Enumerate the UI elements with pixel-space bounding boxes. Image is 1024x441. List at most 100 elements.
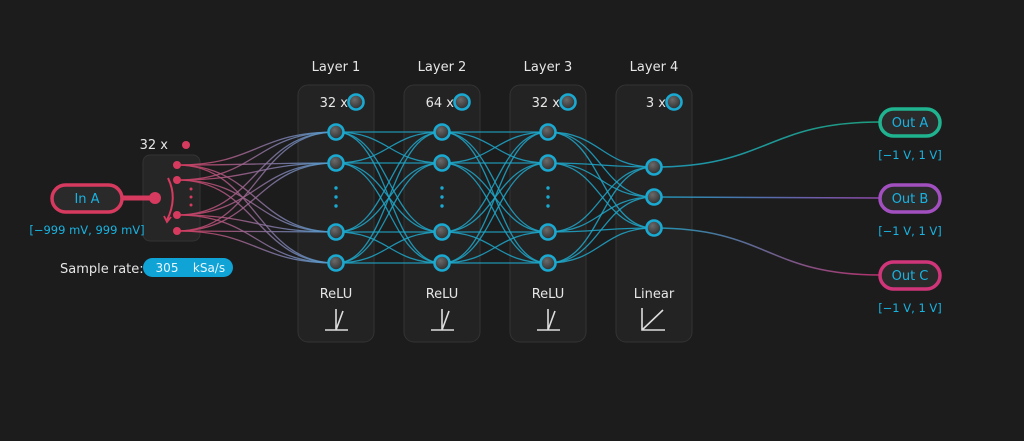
relu-icon bbox=[431, 309, 454, 331]
layer-panel-3 bbox=[509, 84, 587, 343]
layer-title: Layer 3 bbox=[524, 60, 573, 75]
hidden-edge bbox=[335, 162, 443, 264]
relu-icon bbox=[537, 309, 560, 331]
output-label: Out B bbox=[892, 192, 929, 207]
neuron-node[interactable] bbox=[327, 254, 345, 272]
output-wire bbox=[653, 227, 881, 276]
input-edge bbox=[176, 131, 337, 181]
input-edge bbox=[176, 179, 337, 233]
input-in-a-button[interactable] bbox=[50, 183, 124, 214]
neuron-node[interactable] bbox=[539, 223, 557, 241]
input-edge bbox=[176, 230, 337, 264]
output-layer-edge bbox=[547, 166, 655, 264]
output-range: [−1 V, 1 V] bbox=[878, 224, 942, 238]
layer-count-node[interactable] bbox=[347, 93, 365, 111]
input-edge bbox=[176, 214, 337, 264]
output-neuron-node[interactable] bbox=[645, 158, 663, 176]
relu-icon bbox=[325, 309, 348, 331]
output-layer-edge bbox=[547, 162, 655, 229]
output-out-b-button[interactable] bbox=[878, 183, 942, 214]
layer-title: Layer 1 bbox=[312, 60, 361, 75]
output-out-a-button[interactable] bbox=[878, 107, 942, 138]
hidden-edge bbox=[441, 231, 549, 264]
output-wire bbox=[653, 196, 881, 199]
ellipsis-dot bbox=[440, 195, 444, 199]
output-range: [−1 V, 1 V] bbox=[878, 301, 942, 315]
layer-count-node[interactable] bbox=[559, 93, 577, 111]
layer-count-node[interactable] bbox=[665, 93, 683, 111]
input-edge bbox=[176, 162, 337, 181]
output-range: [−1 V, 1 V] bbox=[878, 148, 942, 162]
output-neuron-node[interactable] bbox=[645, 188, 663, 206]
neuron-node[interactable] bbox=[433, 154, 451, 172]
mux-output-dot bbox=[173, 161, 181, 169]
mux-arrow-icon bbox=[166, 177, 174, 221]
neuron-node[interactable] bbox=[539, 254, 557, 272]
sample-rate-value: 305 bbox=[156, 261, 179, 275]
neuron-node[interactable] bbox=[433, 254, 451, 272]
neuron-node[interactable] bbox=[327, 223, 345, 241]
neuron-node[interactable] bbox=[433, 123, 451, 141]
input-edge bbox=[176, 162, 337, 232]
mux-output-dot bbox=[173, 211, 181, 219]
sample-rate-unit: kSa/s bbox=[193, 261, 225, 275]
output-layer-edge bbox=[547, 166, 655, 233]
layer-neuron-count: 64 x bbox=[426, 96, 455, 111]
sample-rate-field[interactable] bbox=[143, 258, 233, 277]
mux-count-dot bbox=[182, 141, 190, 149]
hidden-edge bbox=[441, 131, 549, 164]
ellipsis-dot bbox=[440, 204, 444, 208]
neuron-node[interactable] bbox=[539, 154, 557, 172]
layer-activation-label: ReLU bbox=[426, 287, 459, 302]
hidden-edge bbox=[441, 162, 549, 264]
hidden-edge bbox=[335, 231, 443, 264]
layer-panel-4 bbox=[615, 84, 693, 343]
layer-neuron-count: 32 x bbox=[532, 96, 561, 111]
hidden-edge bbox=[335, 131, 443, 164]
ellipsis-dot bbox=[334, 204, 338, 208]
input-edge bbox=[176, 131, 337, 216]
layer-panel-1 bbox=[297, 84, 375, 343]
mux-ellipsis-dot bbox=[189, 187, 193, 191]
output-layer-edge bbox=[547, 196, 655, 264]
neuron-node[interactable] bbox=[539, 123, 557, 141]
mux-ellipsis-dot bbox=[189, 195, 193, 199]
mux-arrow-head-icon bbox=[163, 215, 172, 224]
input-edge bbox=[176, 179, 337, 264]
mux-ellipsis-dot bbox=[189, 203, 193, 207]
output-layer-edge bbox=[547, 227, 655, 264]
layer-activation-label: ReLU bbox=[532, 287, 565, 302]
neuron-node[interactable] bbox=[327, 123, 345, 141]
layer-title: Layer 4 bbox=[630, 60, 679, 75]
linear-icon bbox=[641, 308, 665, 331]
layer-title: Layer 2 bbox=[418, 60, 467, 75]
neuron-node[interactable] bbox=[433, 223, 451, 241]
hidden-edge bbox=[335, 131, 443, 233]
hidden-edge bbox=[441, 131, 549, 233]
output-out-c-button[interactable] bbox=[878, 260, 942, 291]
output-layer-edge bbox=[547, 162, 655, 168]
output-label: Out C bbox=[892, 269, 929, 284]
ellipsis-dot bbox=[334, 186, 338, 190]
mux-channel-count: 32 x bbox=[140, 138, 169, 153]
input-range: [−999 mV, 999 mV] bbox=[29, 223, 144, 237]
mux-output-dot bbox=[173, 176, 181, 184]
layer-neuron-count: 3 x bbox=[646, 96, 666, 111]
input-label: In A bbox=[74, 192, 99, 207]
layer-panel-2 bbox=[403, 84, 481, 343]
mux-input-dot bbox=[149, 192, 161, 204]
layer-count-node[interactable] bbox=[453, 93, 471, 111]
output-layer-edge bbox=[547, 131, 655, 168]
input-edge bbox=[176, 131, 337, 232]
ellipsis-dot bbox=[546, 204, 550, 208]
ellipsis-dot bbox=[546, 195, 550, 199]
ellipsis-dot bbox=[440, 186, 444, 190]
layer-neuron-count: 32 x bbox=[320, 96, 349, 111]
output-neuron-node[interactable] bbox=[645, 219, 663, 237]
input-edge bbox=[176, 164, 337, 264]
mux-output-dot bbox=[173, 227, 181, 235]
output-wire bbox=[653, 121, 881, 168]
output-label: Out A bbox=[892, 116, 929, 131]
neuron-node[interactable] bbox=[327, 154, 345, 172]
